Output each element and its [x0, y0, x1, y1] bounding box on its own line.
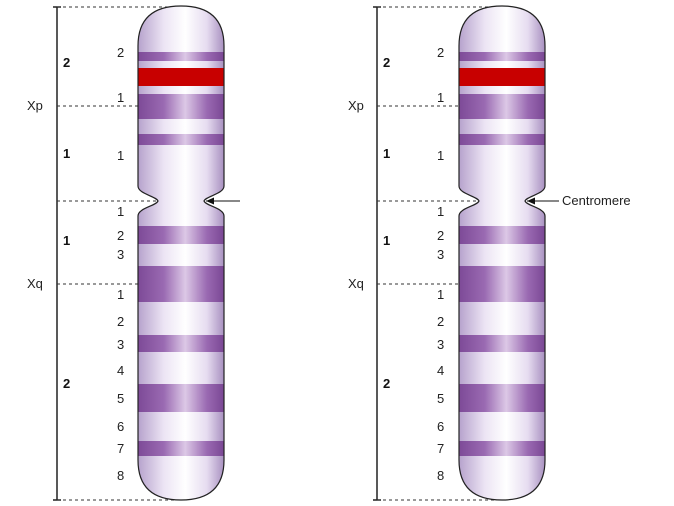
- band-label-q13: 3: [117, 247, 124, 262]
- band-label-p22: 2: [117, 45, 124, 60]
- region-label-q1: 1: [383, 233, 390, 248]
- band-q27: [459, 441, 545, 456]
- band-label-q28: 8: [437, 468, 444, 483]
- band-label-q21: 1: [117, 287, 124, 302]
- chromosome-figure-left: Xp Xq 2 1 1 2 2 1 1 1 2 3 1 2 3 4 5 6 7 …: [27, 6, 240, 500]
- band-label-q23: 3: [117, 337, 124, 352]
- band-label-q22: 2: [437, 314, 444, 329]
- band-p22-red: [138, 68, 224, 86]
- band-label-q11: 1: [117, 204, 124, 219]
- band-label-q25: 5: [437, 391, 444, 406]
- band-label-p11: 1: [437, 148, 444, 163]
- band-label-q24: 4: [437, 363, 444, 378]
- bracket-line: [373, 7, 381, 500]
- region-label-p1: 1: [63, 146, 70, 161]
- band-label-p21: 1: [117, 90, 124, 105]
- region-label-p2: 2: [63, 55, 70, 70]
- band-label-q28: 8: [117, 468, 124, 483]
- band-p22-red: [459, 68, 545, 86]
- centromere-label: Centromere: [562, 193, 631, 208]
- region-label-q2: 2: [383, 376, 390, 391]
- band-q21: [138, 266, 224, 302]
- band-label-q12: 2: [437, 228, 444, 243]
- band-label-p21: 1: [437, 90, 444, 105]
- band-label-q23: 3: [437, 337, 444, 352]
- band-p22-upper: [459, 52, 545, 61]
- band-label-q13: 3: [437, 247, 444, 262]
- arm-label-p: Xp: [27, 98, 43, 113]
- arm-label-q: Xq: [348, 276, 364, 291]
- band-q12: [138, 226, 224, 244]
- band-label-q25: 5: [117, 391, 124, 406]
- band-label-q21: 1: [437, 287, 444, 302]
- band-q25: [138, 384, 224, 412]
- band-q27: [138, 441, 224, 456]
- band-label-q24: 4: [117, 363, 124, 378]
- band-p21: [138, 94, 224, 119]
- band-label-q11: 1: [437, 204, 444, 219]
- band-p21: [459, 94, 545, 119]
- bracket-line: [53, 7, 61, 500]
- region-label-q1: 1: [63, 233, 70, 248]
- band-q12: [459, 226, 545, 244]
- band-label-q27: 7: [437, 441, 444, 456]
- band-label-q26: 6: [117, 419, 124, 434]
- band-q21: [459, 266, 545, 302]
- arm-label-q: Xq: [27, 276, 43, 291]
- band-p22-upper: [138, 52, 224, 61]
- band-q25: [459, 384, 545, 412]
- region-label-p2: 2: [383, 55, 390, 70]
- band-p11: [138, 134, 224, 145]
- band-q23: [138, 335, 224, 352]
- band-p11: [459, 134, 545, 145]
- arm-label-p: Xp: [348, 98, 364, 113]
- chromosome-figure-right: Centromere Xp Xq 2 1 1 2 2 1 1 1 2 3 1 2…: [348, 6, 631, 500]
- band-label-q12: 2: [117, 228, 124, 243]
- region-label-q2: 2: [63, 376, 70, 391]
- band-label-q27: 7: [117, 441, 124, 456]
- band-label-p22: 2: [437, 45, 444, 60]
- band-label-p11: 1: [117, 148, 124, 163]
- band-label-q26: 6: [437, 419, 444, 434]
- region-label-p1: 1: [383, 146, 390, 161]
- band-label-q22: 2: [117, 314, 124, 329]
- band-q23: [459, 335, 545, 352]
